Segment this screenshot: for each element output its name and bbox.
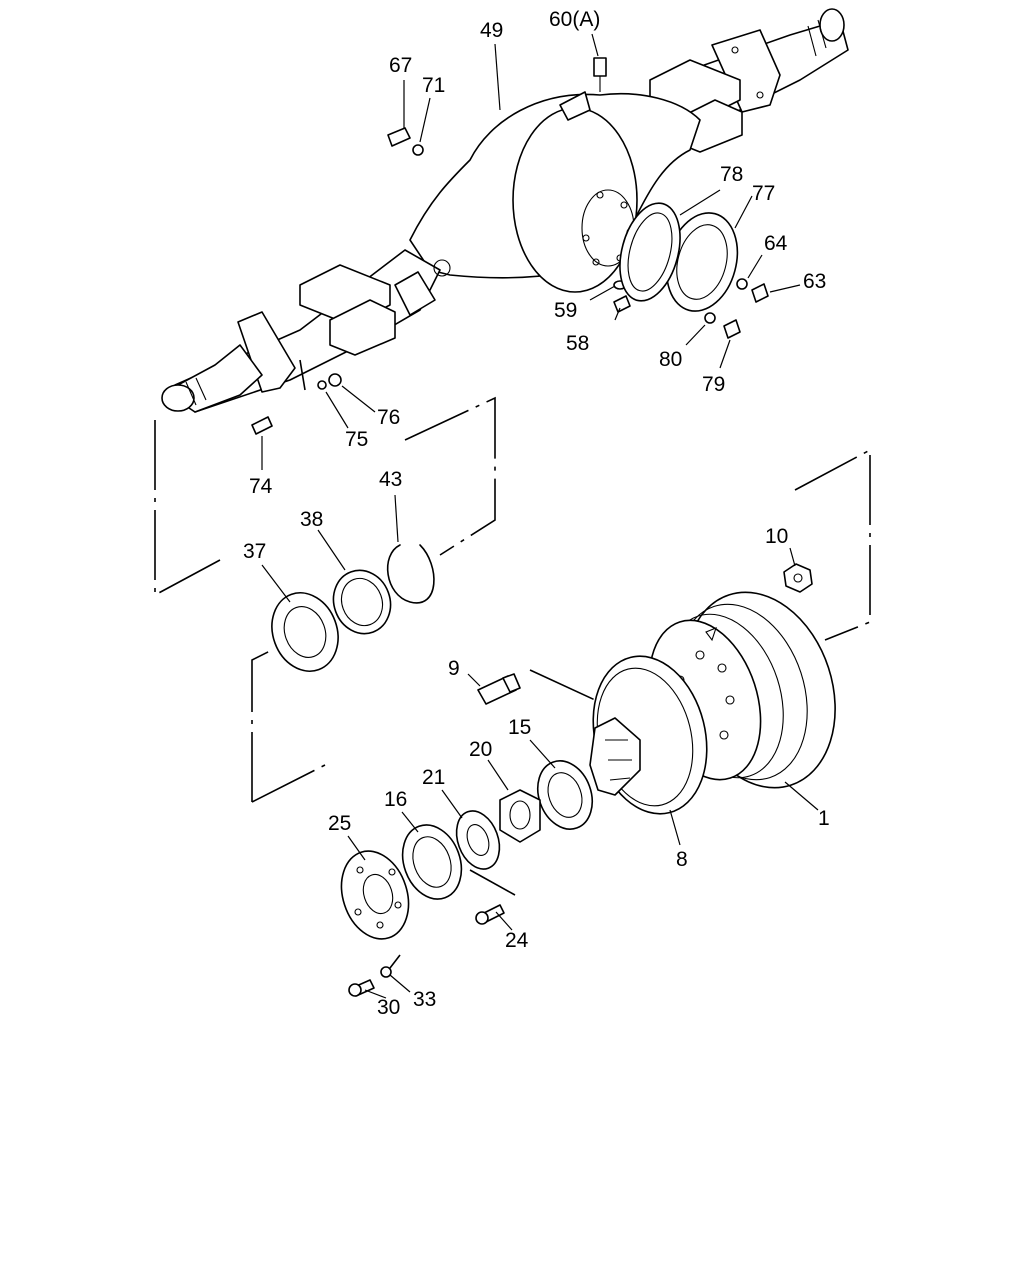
plug-63 xyxy=(751,283,769,303)
lock-washer xyxy=(455,810,501,870)
bolt-67 xyxy=(387,127,411,147)
leader-lines xyxy=(261,33,819,999)
label-75: 75 xyxy=(345,428,368,451)
label-1: 1 xyxy=(818,807,830,830)
drain-plug xyxy=(613,295,631,313)
washer-33 xyxy=(380,966,392,978)
nut xyxy=(783,563,813,593)
label-58: 58 xyxy=(566,332,589,355)
label-25: 25 xyxy=(328,812,351,835)
part-labels: 1 8 9 10 15 16 20 21 24 25 30 33 37 38 4… xyxy=(243,8,830,1019)
label-59: 59 xyxy=(554,299,577,322)
label-43: 43 xyxy=(379,468,402,491)
gasket-78 xyxy=(619,202,681,302)
label-33: 33 xyxy=(413,988,436,1011)
label-71: 71 xyxy=(422,74,445,97)
hub-cap xyxy=(340,850,410,940)
bolt-30 xyxy=(348,979,375,997)
label-16: 16 xyxy=(384,788,407,811)
bolt-24 xyxy=(475,904,505,925)
bolt-79 xyxy=(723,319,741,339)
label-49: 49 xyxy=(480,19,503,42)
washer-64 xyxy=(736,278,748,290)
bolt-74 xyxy=(251,416,273,435)
label-21: 21 xyxy=(422,766,445,789)
label-67: 67 xyxy=(389,54,412,77)
label-74: 74 xyxy=(249,475,273,498)
label-30: 30 xyxy=(377,996,400,1019)
label-8: 8 xyxy=(676,848,688,871)
inner-bearing xyxy=(271,592,339,672)
nut-76 xyxy=(328,373,342,387)
label-9: 9 xyxy=(448,657,460,680)
lock-nut xyxy=(499,789,541,843)
label-78: 78 xyxy=(720,163,743,186)
assembly-lines xyxy=(154,359,871,969)
oil-seal xyxy=(401,824,463,900)
label-10: 10 xyxy=(765,525,788,548)
label-15: 15 xyxy=(508,716,531,739)
breather-valve xyxy=(593,57,607,92)
label-79: 79 xyxy=(702,373,725,396)
spacer xyxy=(332,569,392,635)
label-63: 63 xyxy=(803,270,826,293)
label-38: 38 xyxy=(300,508,323,531)
hub xyxy=(589,655,708,815)
washer-80 xyxy=(704,312,716,324)
label-20: 20 xyxy=(469,738,492,761)
washer-71 xyxy=(412,144,424,156)
label-60: 60(A) xyxy=(549,8,600,31)
axle-housing xyxy=(161,8,849,413)
label-76: 76 xyxy=(377,406,400,429)
snap-ring xyxy=(386,544,435,604)
label-77: 77 xyxy=(752,182,775,205)
hub-bolt xyxy=(477,673,521,705)
label-24: 24 xyxy=(505,929,529,952)
label-64: 64 xyxy=(764,232,788,255)
label-80: 80 xyxy=(659,348,682,371)
washer-75 xyxy=(317,380,327,390)
label-37: 37 xyxy=(243,540,266,563)
